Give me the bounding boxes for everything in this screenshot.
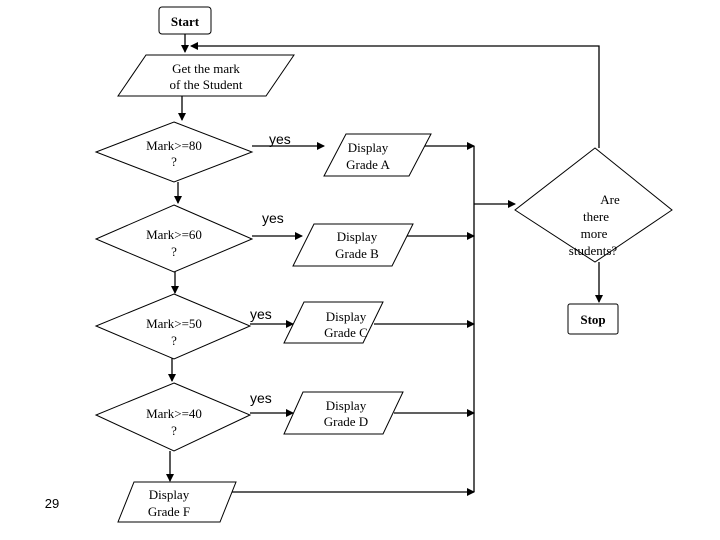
decision-80-line2: ? (171, 154, 177, 169)
grade-a-line2: Grade A (346, 157, 390, 172)
start-label: Start (171, 14, 200, 29)
output-grade-f: Display Grade F (117, 481, 237, 523)
connectors (166, 34, 603, 496)
grade-a-line1: Display (348, 140, 389, 155)
more-line2: there (583, 209, 609, 224)
stop-terminal: Stop (567, 303, 619, 335)
yes-label-60: yes (262, 210, 284, 226)
grade-d-line1: Display (326, 398, 367, 413)
decision-mark-80: Mark>=80 ? (94, 121, 254, 183)
stop-label: Stop (580, 312, 605, 327)
decision-40-line1: Mark>=40 (146, 406, 202, 421)
decision-mark-40: Mark>=40 ? (94, 382, 252, 452)
output-grade-a: Display Grade A (323, 133, 432, 177)
more-line3: more (581, 226, 608, 241)
more-line4: students? (569, 243, 618, 258)
start-terminal: Start (158, 6, 212, 35)
output-grade-c: Display Grade C (283, 301, 384, 344)
grade-b-line2: Grade B (335, 246, 379, 261)
more-line1: Are (600, 192, 620, 207)
grade-c-line2: Grade C (324, 325, 368, 340)
loop-back-arrow (190, 42, 600, 148)
yes-label-50: yes (250, 306, 272, 322)
input-label-line2: of the Student (170, 77, 243, 92)
yes-label-80: yes (269, 131, 291, 147)
input-get-mark: Get the mark of the Student (117, 54, 295, 97)
decision-50-line1: Mark>=50 (146, 316, 202, 331)
output-grade-d: Display Grade D (283, 391, 404, 435)
page-number: 29 (45, 496, 59, 511)
decision-50-line2: ? (171, 333, 177, 348)
grade-f-line2: Grade F (148, 504, 190, 519)
decision-80-line1: Mark>=80 (146, 138, 202, 153)
grade-f-line1: Display (149, 487, 190, 502)
grade-c-line1: Display (326, 309, 367, 324)
grade-b-line1: Display (337, 229, 378, 244)
decision-more-students: Are there more students? (514, 147, 673, 263)
decision-mark-60: Mark>=60 ? (94, 204, 254, 273)
decision-mark-50: Mark>=50 ? (94, 293, 252, 360)
output-grade-b: Display Grade B (292, 223, 414, 267)
decision-60-line1: Mark>=60 (146, 227, 202, 242)
grade-d-line2: Grade D (324, 414, 368, 429)
decision-40-line2: ? (171, 423, 177, 438)
input-label-line1: Get the mark (172, 61, 240, 76)
decision-60-line2: ? (171, 244, 177, 259)
yes-label-40: yes (250, 390, 272, 406)
